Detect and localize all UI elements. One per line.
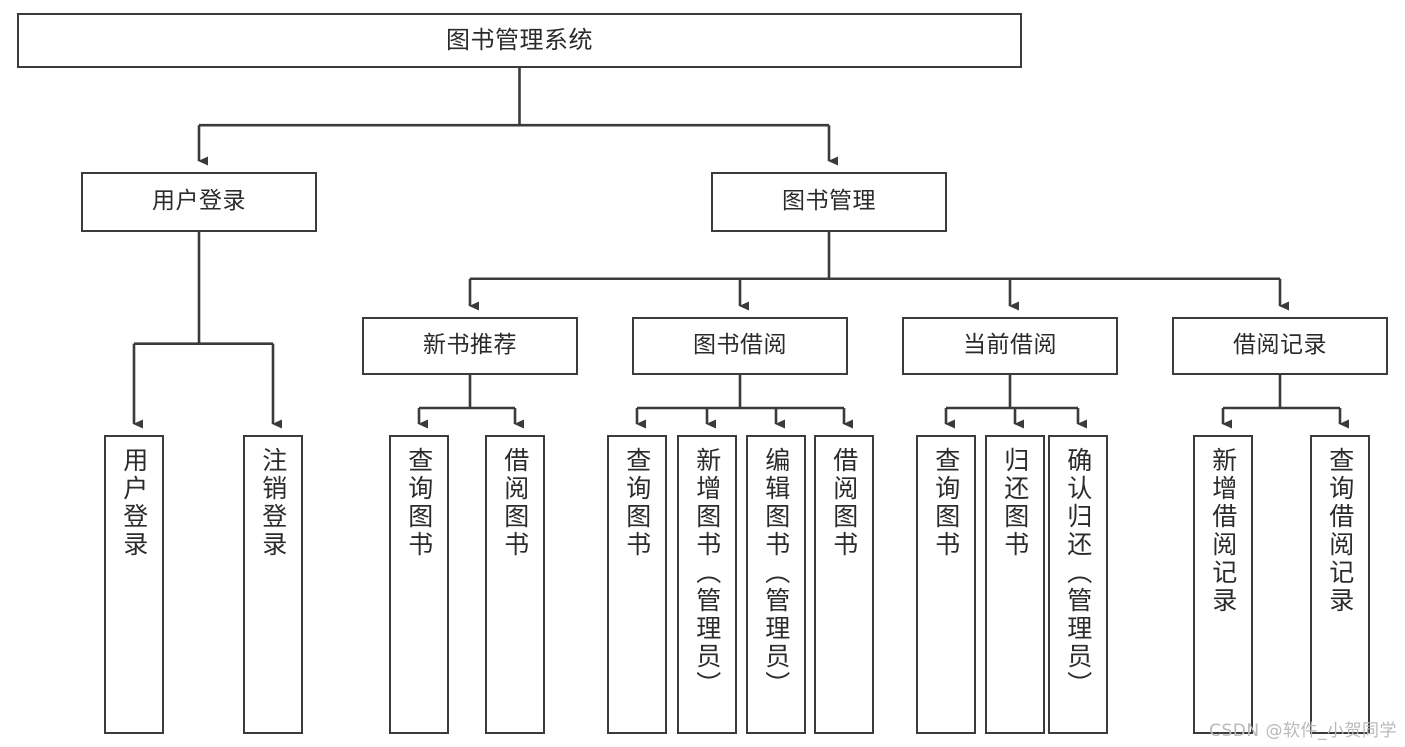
node-label-l6: 新增图书（管理员）: [692, 447, 722, 699]
node-label-l4: 借阅图书: [500, 447, 530, 559]
node-l2[interactable]: 注销登录: [243, 435, 303, 734]
node-label-bookmgmt: 图书管理: [782, 188, 876, 215]
node-l7[interactable]: 编辑图书（管理员）: [746, 435, 806, 734]
node-l12[interactable]: 新增借阅记录: [1193, 435, 1253, 734]
node-label-l9: 查询图书: [931, 447, 961, 559]
node-current[interactable]: 当前借阅: [902, 317, 1118, 375]
node-l1[interactable]: 用户登录: [104, 435, 164, 734]
node-label-borrow: 图书借阅: [693, 332, 787, 359]
node-label-l12: 新增借阅记录: [1208, 447, 1238, 615]
node-label-newbook: 新书推荐: [423, 332, 517, 359]
node-label-l7: 编辑图书（管理员）: [761, 447, 791, 699]
node-label-l11: 确认归还（管理员）: [1063, 447, 1093, 699]
node-records[interactable]: 借阅记录: [1172, 317, 1388, 375]
node-l9[interactable]: 查询图书: [916, 435, 976, 734]
csdn-watermark: CSDN @软件_小贺同学: [1209, 721, 1397, 741]
node-label-l13: 查询借阅记录: [1325, 447, 1355, 615]
node-label-l2: 注销登录: [258, 447, 288, 559]
node-label-login: 用户登录: [152, 188, 246, 215]
node-label-l5: 查询图书: [622, 447, 652, 559]
node-l10[interactable]: 归还图书: [985, 435, 1045, 734]
node-label-records: 借阅记录: [1233, 332, 1327, 359]
node-borrow[interactable]: 图书借阅: [632, 317, 848, 375]
node-label-current: 当前借阅: [963, 332, 1057, 359]
node-l3[interactable]: 查询图书: [389, 435, 449, 734]
node-l6[interactable]: 新增图书（管理员）: [677, 435, 737, 734]
node-l11[interactable]: 确认归还（管理员）: [1048, 435, 1108, 734]
node-label-root: 图书管理系统: [446, 26, 593, 55]
node-l5[interactable]: 查询图书: [607, 435, 667, 734]
node-l4[interactable]: 借阅图书: [485, 435, 545, 734]
node-label-l10: 归还图书: [1000, 447, 1030, 559]
node-newbook[interactable]: 新书推荐: [362, 317, 578, 375]
node-login[interactable]: 用户登录: [81, 172, 317, 232]
node-bookmgmt[interactable]: 图书管理: [711, 172, 947, 232]
node-root[interactable]: 图书管理系统: [17, 13, 1022, 68]
node-l13[interactable]: 查询借阅记录: [1310, 435, 1370, 734]
node-label-l3: 查询图书: [404, 447, 434, 559]
node-l8[interactable]: 借阅图书: [814, 435, 874, 734]
node-label-l8: 借阅图书: [829, 447, 859, 559]
node-label-l1: 用户登录: [119, 447, 149, 559]
